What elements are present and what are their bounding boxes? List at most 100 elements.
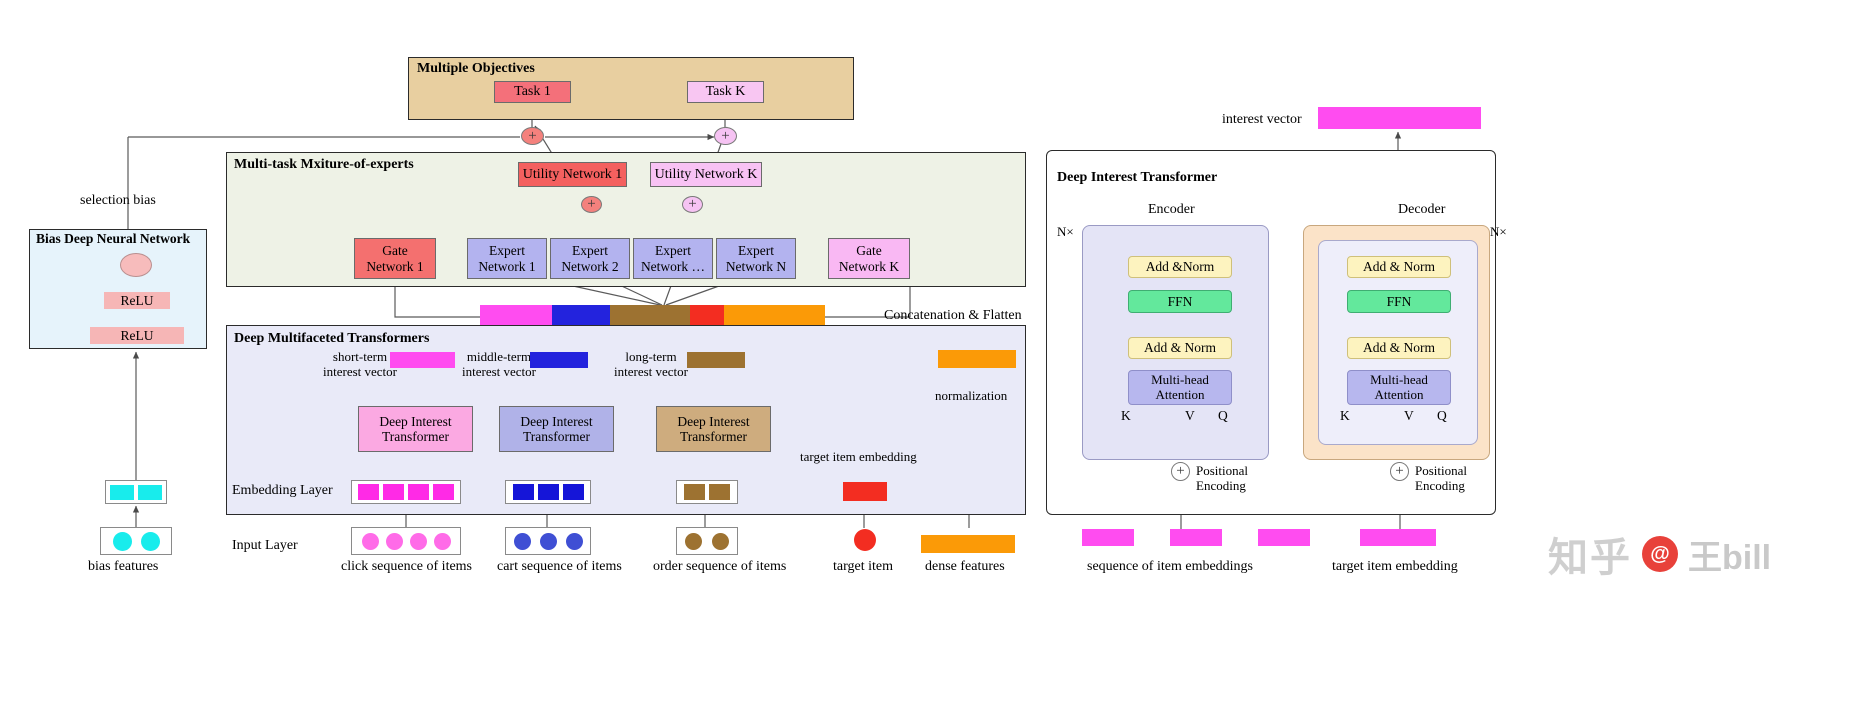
utility-network-k-box[interactable]: Utility Network K (650, 162, 762, 187)
input-dot (539, 532, 557, 550)
gate-k-line1: Gate (856, 243, 882, 259)
encoder-q-label: Q (1218, 408, 1228, 423)
expert-2-label: Expert Network 2 (561, 243, 618, 273)
input-dot (433, 532, 451, 550)
expert-network-1-box[interactable]: Expert Network 1 (467, 238, 547, 279)
input-dot (565, 532, 583, 550)
watermark: 知乎 @ 王bill (1548, 525, 1771, 583)
encoder-add-norm-top-label: Add &Norm (1145, 259, 1215, 275)
caption-target-item: target item (833, 559, 893, 574)
decoder-title: Decoder (1398, 202, 1446, 217)
concat-segment-target-item (690, 305, 724, 328)
dit-sequence-caption: sequence of item embeddings (1087, 559, 1254, 574)
input-group-order (676, 527, 738, 555)
watermark-site: 知乎 (1548, 536, 1632, 580)
bias-dnn-title: Bias Deep Neural Network (36, 231, 191, 246)
embedding-group-click (351, 480, 461, 504)
gate-network-1-label: Gate Network 1 (366, 243, 423, 273)
concatenation-label: Concatenation & Flatten (884, 308, 1022, 323)
input-dot (409, 532, 427, 550)
bias-embedding-cell (138, 484, 162, 500)
embedding-cell (408, 484, 429, 500)
short-term-interest-bar (390, 352, 455, 368)
encoder-attn-line2: Attention (1155, 386, 1205, 402)
expert-n-line2: Network N (725, 258, 787, 274)
utility-network-1-label: Utility Network 1 (522, 166, 623, 182)
task-k-box[interactable]: Task K (687, 81, 764, 103)
long-term-line1: long-term (625, 349, 677, 364)
bias-input-dots (100, 527, 172, 555)
embedding-cell (537, 484, 559, 500)
dit-middle-line1: Deep Interest (520, 413, 593, 429)
embedding-cell (433, 484, 454, 500)
dit-long-label: Deep Interest Transformer (677, 414, 749, 444)
middle-term-interest-bar (530, 352, 588, 368)
encoder-pos-line2: Encoding (1196, 477, 1246, 493)
gate-k-line2: Network K (838, 258, 900, 274)
expert-2-line1: Expert (572, 243, 608, 259)
dit-middle-label: Deep Interest Transformer (520, 414, 592, 444)
input-dot (385, 532, 403, 550)
gate-1-line1: Gate (382, 243, 408, 259)
task-k-label: Task K (705, 84, 746, 100)
embedding-cell (383, 484, 404, 500)
encoder-ffn-label: FFN (1167, 293, 1193, 309)
short-term-interest-caption: short-term interest vector (318, 349, 402, 380)
dmt-title: Deep Multifaceted Transformers (234, 331, 430, 346)
embedding-group-cart (505, 480, 591, 504)
expert-dots-line1: Expert (655, 243, 691, 259)
deep-interest-transformer-middle[interactable]: Deep Interest Transformer (499, 406, 614, 452)
encoder-add-norm-bottom-label: Add & Norm (1144, 340, 1216, 356)
encoder-positional-encoding-label: Positional Encoding (1196, 463, 1286, 494)
utility-network-1-box[interactable]: Utility Network 1 (518, 162, 627, 187)
expert-network-n-box[interactable]: Expert Network N (716, 238, 796, 279)
encoder-ffn: FFN (1128, 290, 1232, 313)
mmoe-title: Multi-task Mxiture-of-experts (234, 157, 414, 172)
decoder-add-norm-top-label: Add & Norm (1363, 259, 1435, 275)
dit-seq-bar (1170, 529, 1222, 546)
dit-long-line2: Transformer (680, 429, 747, 444)
decoder-positional-sum: + (1390, 462, 1409, 481)
caption-cart-sequence: cart sequence of items (497, 559, 622, 574)
gate-network-1-box[interactable]: Gate Network 1 (354, 238, 436, 279)
bias-output-neuron (120, 253, 152, 277)
bias-features-caption: bias features (88, 559, 159, 574)
embedding-group-order (676, 480, 738, 504)
decoder-add-norm-bottom-label: Add & Norm (1363, 340, 1435, 356)
encoder-multi-head-attention: Multi-head Attention (1128, 370, 1232, 405)
gate-network-k-box[interactable]: Gate Network K (828, 238, 910, 279)
input-dot (513, 532, 531, 550)
embedding-cell (709, 484, 730, 500)
dit-short-line1: Deep Interest (379, 413, 452, 429)
expert-network-2-box[interactable]: Expert Network 2 (550, 238, 630, 279)
expert-network-dots-box[interactable]: Expert Network … (633, 238, 713, 279)
decoder-q-label: Q (1437, 408, 1447, 423)
embedding-cell (562, 484, 584, 500)
expert-n-label: Expert Network N (726, 243, 786, 273)
decoder-add-norm-bottom: Add & Norm (1347, 337, 1451, 359)
expert-dots-label: Expert Network … (641, 243, 705, 273)
decoder-multi-head-attention: Multi-head Attention (1347, 370, 1451, 405)
deep-interest-transformer-long[interactable]: Deep Interest Transformer (656, 406, 771, 452)
watermark-user: 王bill (1688, 538, 1772, 577)
bias-relu-top-label: ReLU (120, 292, 154, 308)
dit-seq-bar (1082, 529, 1134, 546)
dit-target-caption: target item embedding (1332, 559, 1458, 574)
encoder-v-label: V (1185, 408, 1195, 423)
decoder-ffn: FFN (1347, 290, 1451, 313)
encoder-attn-line1: Multi-head (1151, 371, 1209, 387)
dit-long-line1: Deep Interest (677, 413, 750, 429)
short-term-line1: short-term (332, 349, 388, 364)
deep-interest-transformer-short[interactable]: Deep Interest Transformer (358, 406, 473, 452)
middle-term-line2: interest vector (462, 363, 536, 379)
expert-sum-node-k: + (682, 196, 703, 213)
task-1-box[interactable]: Task 1 (494, 81, 571, 103)
dit-middle-line2: Transformer (523, 429, 590, 444)
embedding-cell (684, 484, 705, 500)
gate-network-k-label: Gate Network K (839, 243, 899, 273)
task-k-sum-node: + (714, 127, 737, 145)
interest-vector-bar (1318, 107, 1481, 129)
short-term-line2: interest vector (323, 363, 397, 379)
middle-term-interest-caption: middle-term interest vector (455, 349, 543, 380)
